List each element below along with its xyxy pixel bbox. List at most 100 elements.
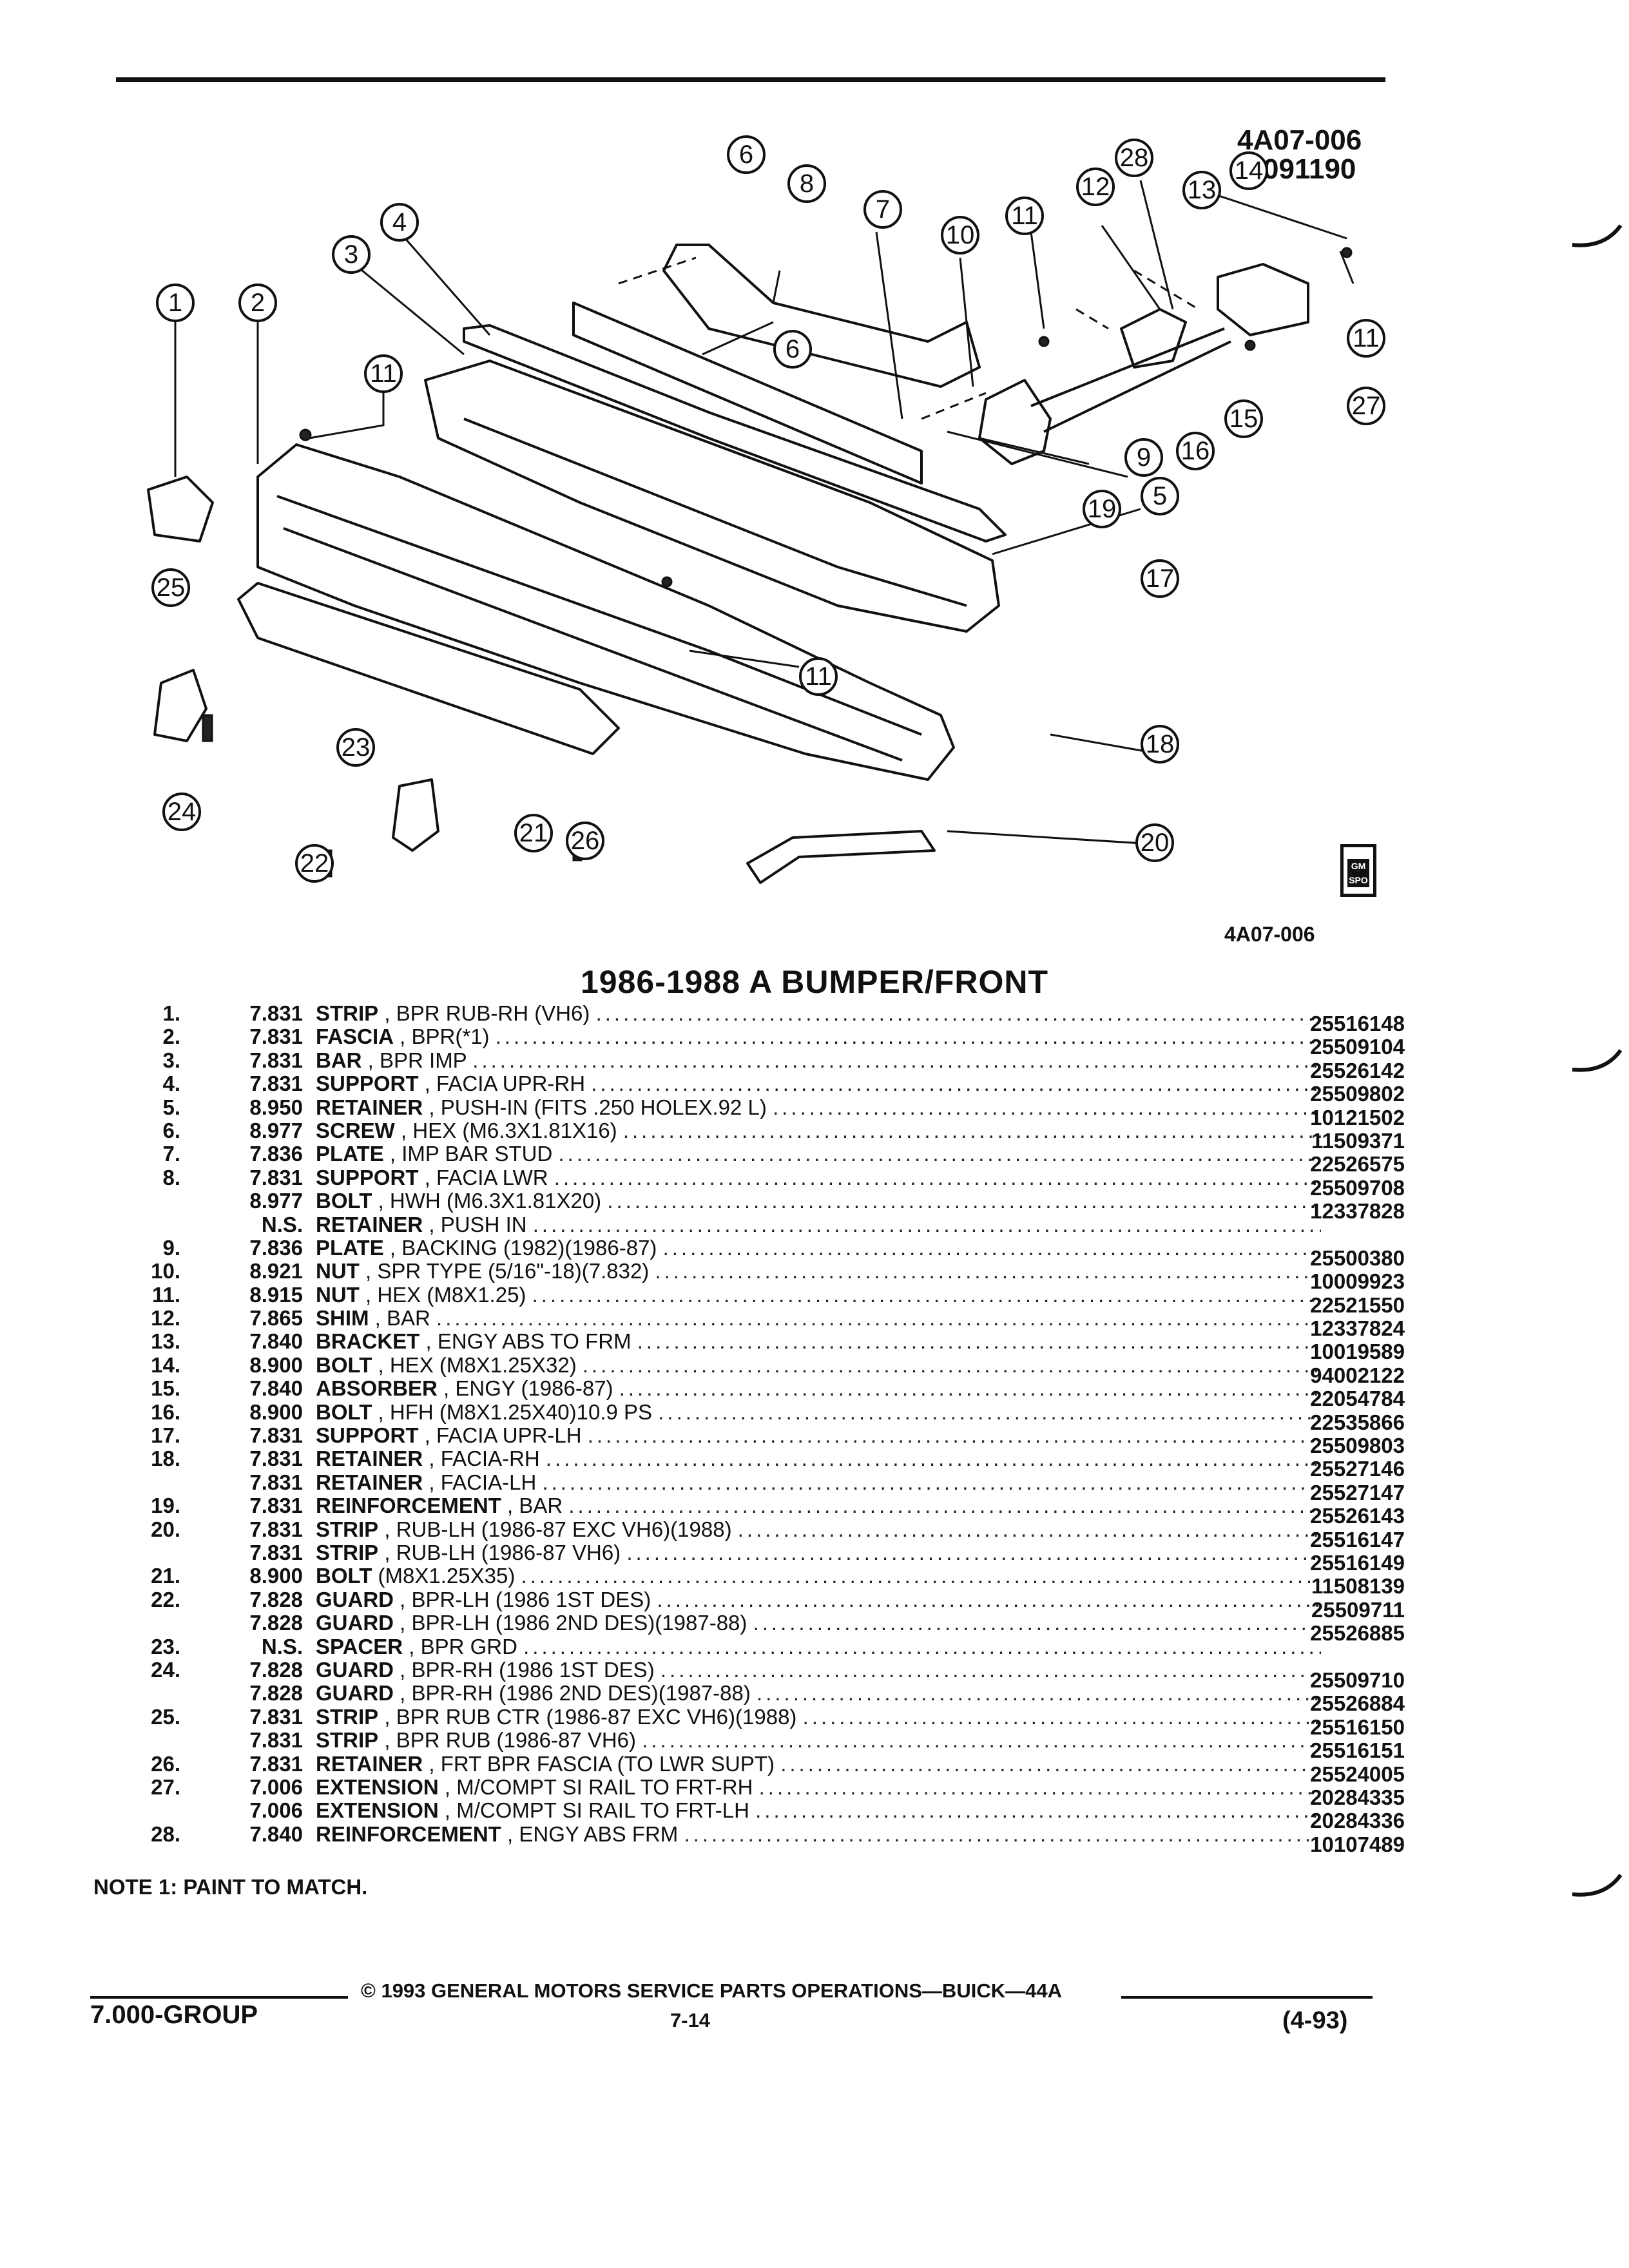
part-name: PLATE — [316, 1236, 384, 1260]
item-number: 9. — [162, 1235, 180, 1260]
part-number: 25516149 — [1310, 1550, 1405, 1575]
leader-dots: ........................................… — [757, 1682, 1321, 1706]
part-number: 25524005 — [1310, 1762, 1405, 1786]
part-number: 20284336 — [1310, 1809, 1405, 1833]
leader-dots: ........................................… — [532, 1213, 1321, 1236]
part-number: 10107489 — [1310, 1832, 1405, 1856]
item-number: 26. — [151, 1751, 180, 1776]
group-code: 8.900 — [249, 1564, 303, 1588]
part-number: 25509802 — [1310, 1082, 1405, 1106]
part-number: 94002122 — [1310, 1363, 1405, 1387]
part-name: GUARD — [316, 1588, 394, 1611]
part-number: 25509708 — [1310, 1175, 1405, 1200]
part-detail: , BPR-LH (1986 1ST DES) — [394, 1588, 657, 1611]
leader-dots: ........................................… — [587, 1424, 1321, 1448]
part-name: RETAINER — [316, 1213, 423, 1236]
part-name: RETAINER — [316, 1752, 423, 1776]
callout-3: 3 — [332, 235, 371, 274]
group-code: 8.921 — [249, 1259, 303, 1283]
leader-dots: ........................................… — [532, 1283, 1321, 1307]
part-description: NUT , SPR TYPE (5/16"-18)(7.832) .......… — [316, 1260, 1321, 1283]
leader-dots: ........................................… — [591, 1072, 1321, 1096]
note: NOTE 1: PAINT TO MATCH. — [93, 1875, 368, 1899]
item-number: 20. — [151, 1517, 180, 1541]
svg-text:17: 17 — [1146, 564, 1175, 593]
part-description: STRIP , BPR RUB-RH (VH6) ...............… — [316, 1002, 1321, 1025]
svg-text:22: 22 — [300, 849, 329, 878]
part-description: RETAINER , FRT BPR FASCIA (TO LWR SUPT) … — [316, 1753, 1321, 1776]
part-description: GUARD , BPR-RH (1986 1ST DES) ..........… — [316, 1658, 1321, 1682]
part-number: 10019589 — [1310, 1340, 1405, 1364]
part-name: STRIP — [316, 1541, 379, 1564]
group-code: 7.831 — [249, 1423, 303, 1448]
part-description: STRIP , RUB-LH (1986-87 EXC VH6)(1988) .… — [316, 1518, 1321, 1541]
leader-dots: ........................................… — [637, 1330, 1321, 1354]
svg-text:15: 15 — [1229, 405, 1258, 433]
callout-5: 5 — [1141, 477, 1179, 515]
leader-dots: ........................................… — [523, 1635, 1321, 1658]
group-code: 7.836 — [249, 1235, 303, 1260]
group-code: 7.840 — [249, 1329, 303, 1354]
part-description: GUARD , BPR-LH (1986 2ND DES)(1987-88) .… — [316, 1611, 1321, 1635]
strip-lh-part — [746, 830, 936, 884]
part-detail: , BPR GRD — [403, 1635, 524, 1658]
group-code: 8.900 — [249, 1352, 303, 1377]
callout-22: 22 — [295, 844, 334, 883]
part-name: SUPPORT — [316, 1424, 419, 1448]
svg-text:25: 25 — [157, 573, 186, 602]
item-number: 8. — [162, 1165, 180, 1189]
leader-dots: ........................................… — [626, 1541, 1321, 1564]
part-description: REINFORCEMENT , ENGY ABS FRM ...........… — [316, 1823, 1321, 1846]
svg-text:6: 6 — [786, 335, 800, 363]
leader-dots: ........................................… — [780, 1752, 1321, 1776]
callout-21: 21 — [514, 814, 553, 852]
footer-date-code: (4-93) — [1282, 2007, 1348, 2034]
part-name: SUPPORT — [316, 1166, 419, 1189]
svg-text:12: 12 — [1081, 173, 1110, 201]
item-number: 19. — [151, 1494, 180, 1518]
item-number: 22. — [151, 1587, 180, 1611]
callout-1: 1 — [156, 284, 195, 322]
part-name: BOLT — [316, 1400, 372, 1424]
part-description: SHIM , BAR .............................… — [316, 1307, 1321, 1330]
binding-mark — [1572, 224, 1623, 247]
part-description: NUT , HEX (M8X1.25) ....................… — [316, 1283, 1321, 1307]
top-rule — [116, 77, 1385, 82]
group-code: 7.840 — [249, 1376, 303, 1401]
group-code: 8.915 — [249, 1282, 303, 1307]
part-detail: , IMP BAR STUD — [383, 1142, 559, 1166]
part-name: RETAINER — [316, 1447, 423, 1471]
part-number: 20284335 — [1310, 1785, 1405, 1809]
part-detail: , BPR RUB (1986-87 VH6) — [378, 1729, 642, 1753]
page-number: 7-14 — [670, 2009, 711, 2032]
leader-dots: ........................................… — [655, 1260, 1321, 1283]
group-code: 7.865 — [249, 1306, 303, 1331]
part-detail: , BACKING (1982)(1986-87) — [383, 1236, 663, 1260]
item-number: 23. — [151, 1634, 180, 1658]
part-detail: , HFH (M8X1.25X40)10.9 PS — [372, 1400, 659, 1424]
svg-text:19: 19 — [1088, 495, 1117, 523]
fascia-part — [256, 443, 955, 781]
group-code: 7.831 — [249, 1540, 303, 1564]
part-description: BRACKET , ENGY ABS TO FRM ..............… — [316, 1330, 1321, 1353]
part-number: 25500380 — [1310, 1245, 1405, 1270]
group-label: 7.000-GROUP — [90, 2001, 258, 2029]
group-code: 8.977 — [249, 1189, 303, 1213]
callout-18: 18 — [1141, 725, 1179, 764]
leader-dots: ........................................… — [642, 1729, 1321, 1753]
part-name: NUT — [316, 1260, 360, 1283]
part-detail: (M8X1.25X35) — [372, 1564, 521, 1588]
part-name: SCREW — [316, 1119, 395, 1142]
svg-text:26: 26 — [571, 827, 600, 855]
item-number: 21. — [151, 1564, 180, 1588]
leader-dots: ........................................… — [582, 1353, 1321, 1377]
part-number: 10121502 — [1310, 1105, 1405, 1129]
leader-dots: ........................................… — [495, 1025, 1321, 1049]
